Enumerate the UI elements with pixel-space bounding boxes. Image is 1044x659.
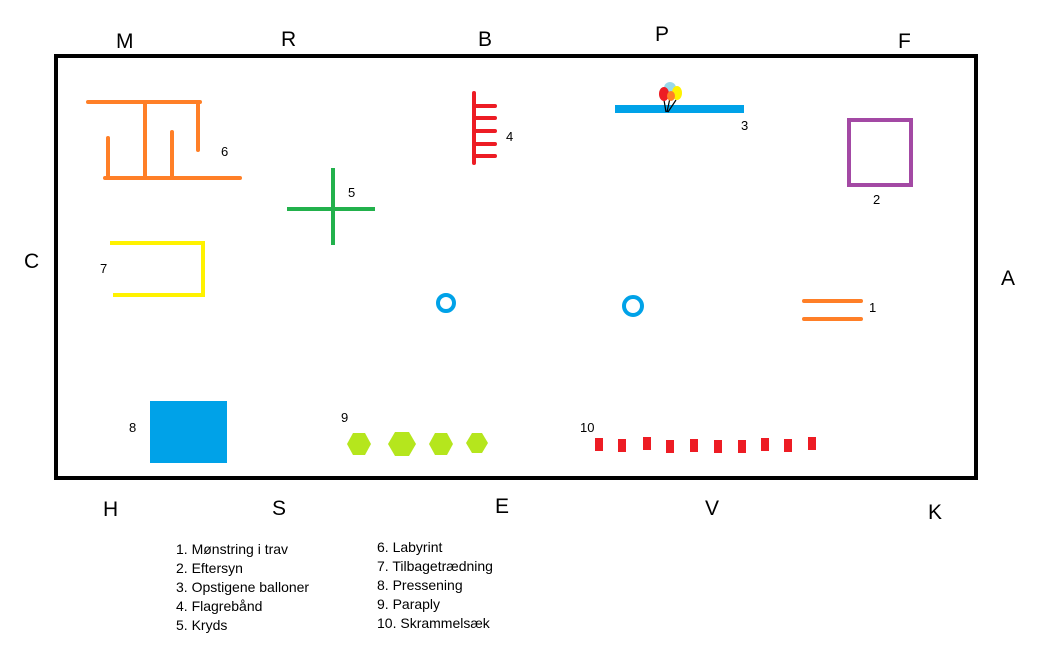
arena-border (54, 54, 978, 480)
obstacle-number-1: 1 (869, 300, 876, 315)
obstacle-number-6: 6 (221, 144, 228, 159)
marker-circle (436, 293, 456, 313)
letter-p: P (655, 23, 669, 46)
flag-ribbons-obstacle (472, 91, 497, 165)
letter-m: M (116, 30, 134, 53)
obstacle-number-8: 8 (129, 420, 136, 435)
inspection-square-obstacle (847, 118, 913, 187)
legend-item: 3. Opstigene balloner (176, 579, 310, 595)
legend-item: 8. Pressening (377, 577, 463, 593)
umbrella-obstacle (347, 432, 488, 456)
obstacle-number-9: 9 (341, 410, 348, 425)
junk-bag-obstacle (595, 437, 816, 453)
obstacle-number-3: 3 (741, 118, 748, 133)
legend-item: 6. Labyrint (377, 539, 443, 555)
legend-item: 2. Eftersyn (176, 560, 243, 576)
obstacle-number-5: 5 (348, 185, 355, 200)
marker-circle (622, 295, 644, 317)
letter-k: K (928, 501, 942, 524)
legend-item: 7. Tilbagetrædning (377, 558, 493, 574)
back-up-obstacle (110, 241, 205, 297)
legend-item: 5. Kryds (176, 617, 228, 633)
letter-a: A (1001, 267, 1015, 290)
letter-f: F (898, 30, 911, 53)
cross-obstacle (287, 168, 375, 245)
letter-b: B (478, 28, 492, 51)
legend-item: 9. Paraply (377, 596, 441, 612)
tarp-obstacle (150, 401, 227, 463)
letter-h: H (103, 498, 118, 521)
labyrinth-obstacle (86, 100, 242, 180)
balloons-obstacle (615, 82, 744, 113)
obstacle-number-2: 2 (873, 192, 880, 207)
legend-item: 4. Flagrebånd (176, 598, 263, 614)
obstacle-number-4: 4 (506, 129, 513, 144)
trot-lines-obstacle (802, 299, 863, 321)
legend-column-2: 6. Labyrint 7. Tilbagetrædning 8. Presse… (377, 538, 493, 633)
legend-item: 1. Mønstring i trav (176, 541, 289, 557)
letter-c: C (24, 250, 39, 273)
obstacle-number-10: 10 (580, 420, 594, 435)
letter-r: R (281, 28, 296, 51)
letter-e: E (495, 495, 509, 518)
letter-s: S (272, 497, 286, 520)
legend-item: 10. Skrammelsæk (377, 615, 490, 631)
letter-v: V (705, 497, 719, 520)
obstacle-number-7: 7 (100, 261, 107, 276)
legend-column-1: 1. Mønstring i trav 2. Eftersyn 3. Opsti… (176, 540, 309, 635)
